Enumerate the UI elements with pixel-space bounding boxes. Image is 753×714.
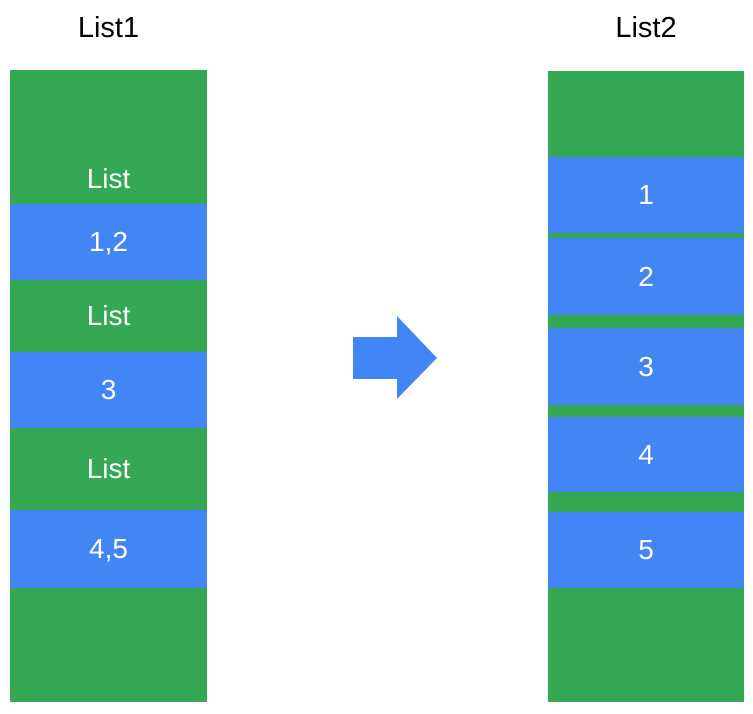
list2-separator-1 xyxy=(548,233,744,238)
list2-title: List2 xyxy=(615,12,677,44)
list2-item-3-label: 3 xyxy=(638,350,654,382)
list1-items-1-2-label: 1,2 xyxy=(89,226,128,257)
arrow-container xyxy=(353,316,437,399)
list1-column: List 1,2 List 3 List 4,5 xyxy=(10,70,207,702)
list2-separator-3 xyxy=(548,405,744,417)
list2-item-5-label: 5 xyxy=(638,534,654,565)
list2-segment-item-3: 3 xyxy=(548,328,744,405)
list1-items-4-5-label: 4,5 xyxy=(89,533,128,564)
list2-segment-item-1: 1 xyxy=(548,157,744,233)
list2-item-2-label: 2 xyxy=(638,260,654,292)
list2-segment-bottom-filler xyxy=(548,588,744,702)
list1-segment-items-3: 3 xyxy=(10,352,207,428)
list1-segment-items-1-2: 1,2 xyxy=(10,204,207,280)
list2-segment-top-filler xyxy=(548,71,744,157)
list2-item-4-label: 4 xyxy=(638,438,654,470)
list1-title: List1 xyxy=(77,12,140,44)
right-arrow-icon xyxy=(353,316,437,399)
list2-column: 1 2 3 4 5 xyxy=(548,71,744,702)
list1-header-2-label: List xyxy=(86,300,131,331)
list2-separator-4 xyxy=(548,492,744,512)
list2-separator-2 xyxy=(548,315,744,328)
list1-items-3-label: 3 xyxy=(100,374,117,405)
list2-item-1-label: 1 xyxy=(638,179,654,210)
list1-segment-header-3: List xyxy=(10,428,207,510)
list1-segment-footer xyxy=(10,588,207,702)
list1-header-1-label: List xyxy=(86,163,131,194)
list2-segment-item-2: 2 xyxy=(548,238,744,315)
list1-segment-header-1: List xyxy=(10,70,207,204)
list1-segment-header-2: List xyxy=(10,280,207,352)
list1-segment-items-4-5: 4,5 xyxy=(10,510,207,588)
list2-segment-item-4: 4 xyxy=(548,417,744,492)
list1-header-3-label: List xyxy=(86,453,131,484)
list2-segment-item-5: 5 xyxy=(548,512,744,588)
